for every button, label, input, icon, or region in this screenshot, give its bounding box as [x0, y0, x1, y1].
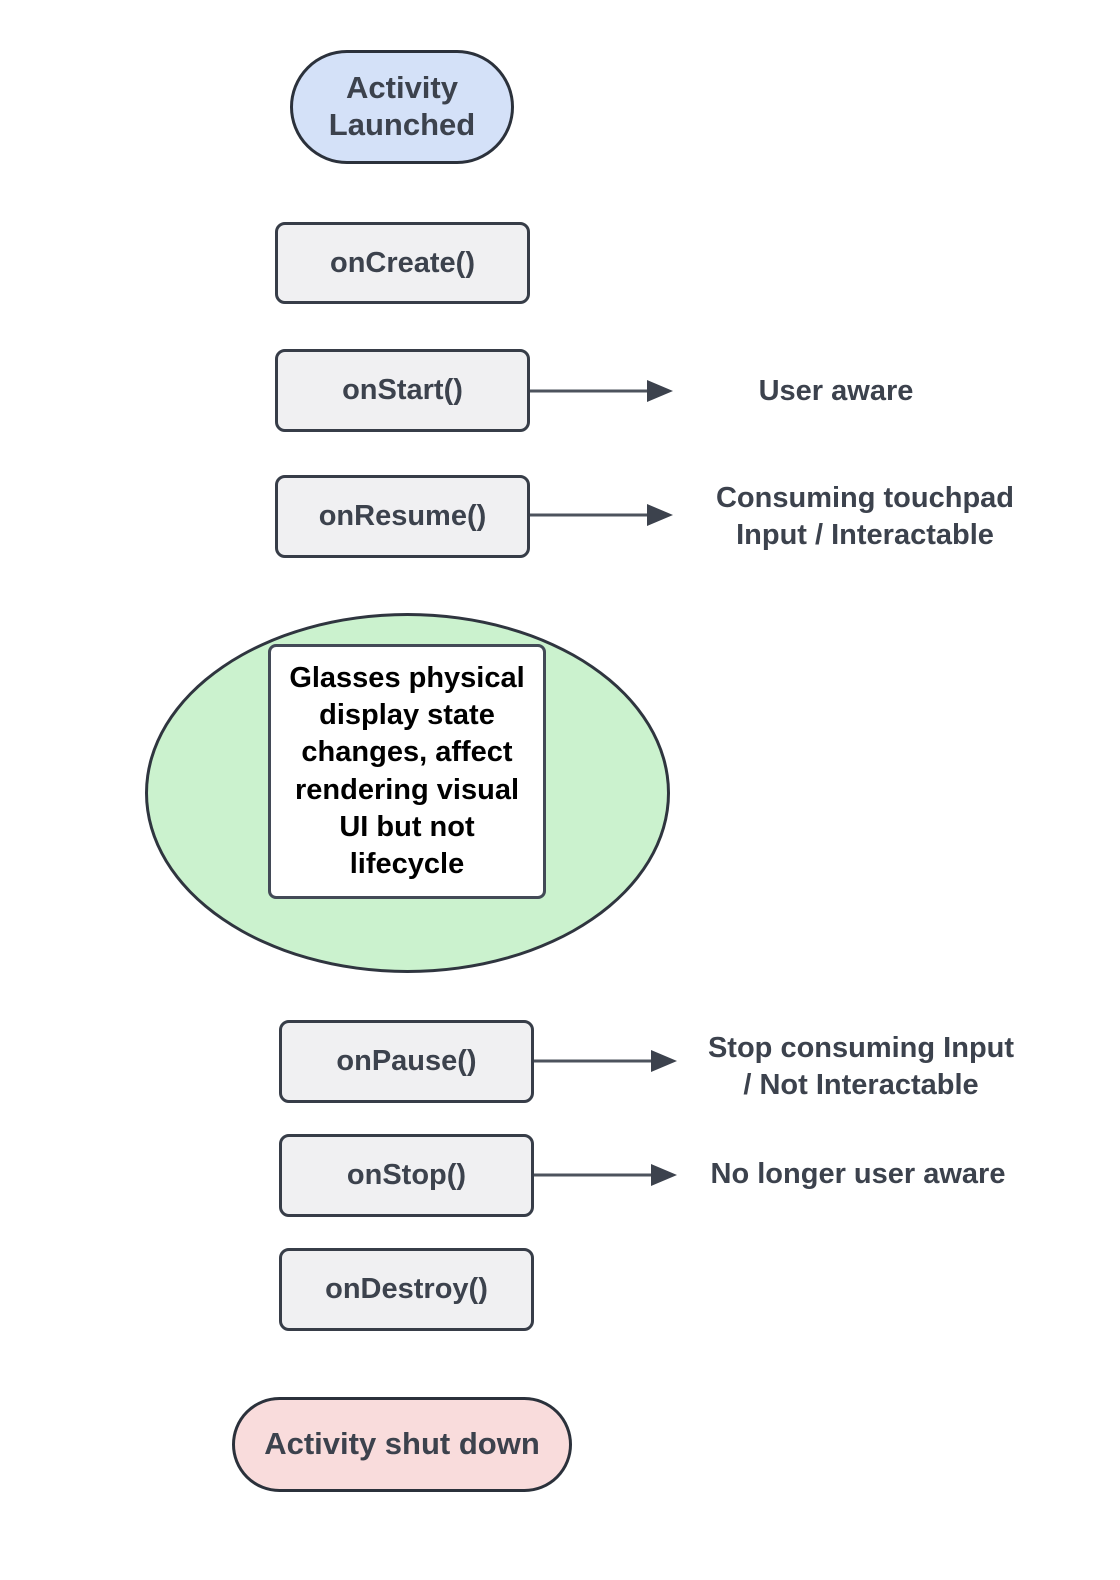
node-activity-shut-down[interactable]: Activity shut down	[232, 1397, 572, 1492]
annotation-user-aware-line-1: User aware	[758, 375, 914, 407]
note-line-1: Glasses physical	[289, 662, 525, 695]
arrow-onstart-to-user-aware	[530, 379, 675, 403]
arrow-onstop-to-no-longer-user-aware	[534, 1163, 679, 1187]
note-glasses-display-state-text: Glasses physical display state changes, …	[289, 660, 524, 883]
note-glasses-display-state: Glasses physical display state changes, …	[268, 644, 546, 899]
node-onresume-label: onResume()	[318, 500, 487, 533]
node-onstart[interactable]: onStart()	[275, 349, 530, 432]
note-line-2: display state	[319, 699, 495, 732]
node-activity-shut-down-label: Activity shut down	[264, 1426, 540, 1462]
node-onstop-label: onStop()	[346, 1159, 467, 1192]
activity-launched-line-2: Launched	[328, 107, 476, 142]
node-onpause[interactable]: onPause()	[279, 1020, 534, 1103]
arrow-onresume-to-consuming-touchpad	[530, 503, 675, 527]
note-line-5: UI but not	[339, 810, 475, 843]
node-onpause-label: onPause()	[336, 1045, 477, 1078]
node-ondestroy-label: onDestroy()	[325, 1273, 488, 1306]
node-activity-launched-label: Activity Launched	[329, 70, 475, 143]
note-line-3: changes, affect	[301, 736, 513, 769]
node-onstart-label: onStart()	[342, 374, 463, 407]
node-ondestroy[interactable]: onDestroy()	[279, 1248, 534, 1331]
annotation-stop-consuming-line-1: Stop consuming Input	[707, 1032, 1015, 1064]
node-oncreate[interactable]: onCreate()	[275, 222, 530, 304]
note-line-4: rendering visual	[294, 773, 519, 806]
annotation-stop-consuming-input: Stop consuming Input / Not Interactable	[685, 1030, 1037, 1104]
node-activity-launched[interactable]: Activity Launched	[290, 50, 514, 164]
annotation-user-aware: User aware	[688, 373, 984, 410]
annotation-consuming-touchpad-line-2: Input / Interactable	[736, 519, 994, 552]
node-oncreate-label: onCreate()	[329, 246, 475, 279]
annotation-no-longer-user-aware: No longer user aware	[688, 1156, 1028, 1193]
activity-launched-line-1: Activity	[346, 70, 458, 106]
node-onresume[interactable]: onResume()	[275, 475, 530, 558]
annotation-consuming-touchpad-line-1: Consuming touchpad	[715, 482, 1015, 514]
annotation-consuming-touchpad: Consuming touchpad Input / Interactable	[690, 480, 1040, 554]
note-line-6: lifecycle	[349, 847, 465, 880]
annotation-no-longer-user-aware-line-1: No longer user aware	[710, 1158, 1006, 1190]
arrow-onpause-to-stop-consuming	[534, 1049, 679, 1073]
node-onstop[interactable]: onStop()	[279, 1134, 534, 1217]
annotation-stop-consuming-line-2: / Not Interactable	[743, 1069, 979, 1102]
